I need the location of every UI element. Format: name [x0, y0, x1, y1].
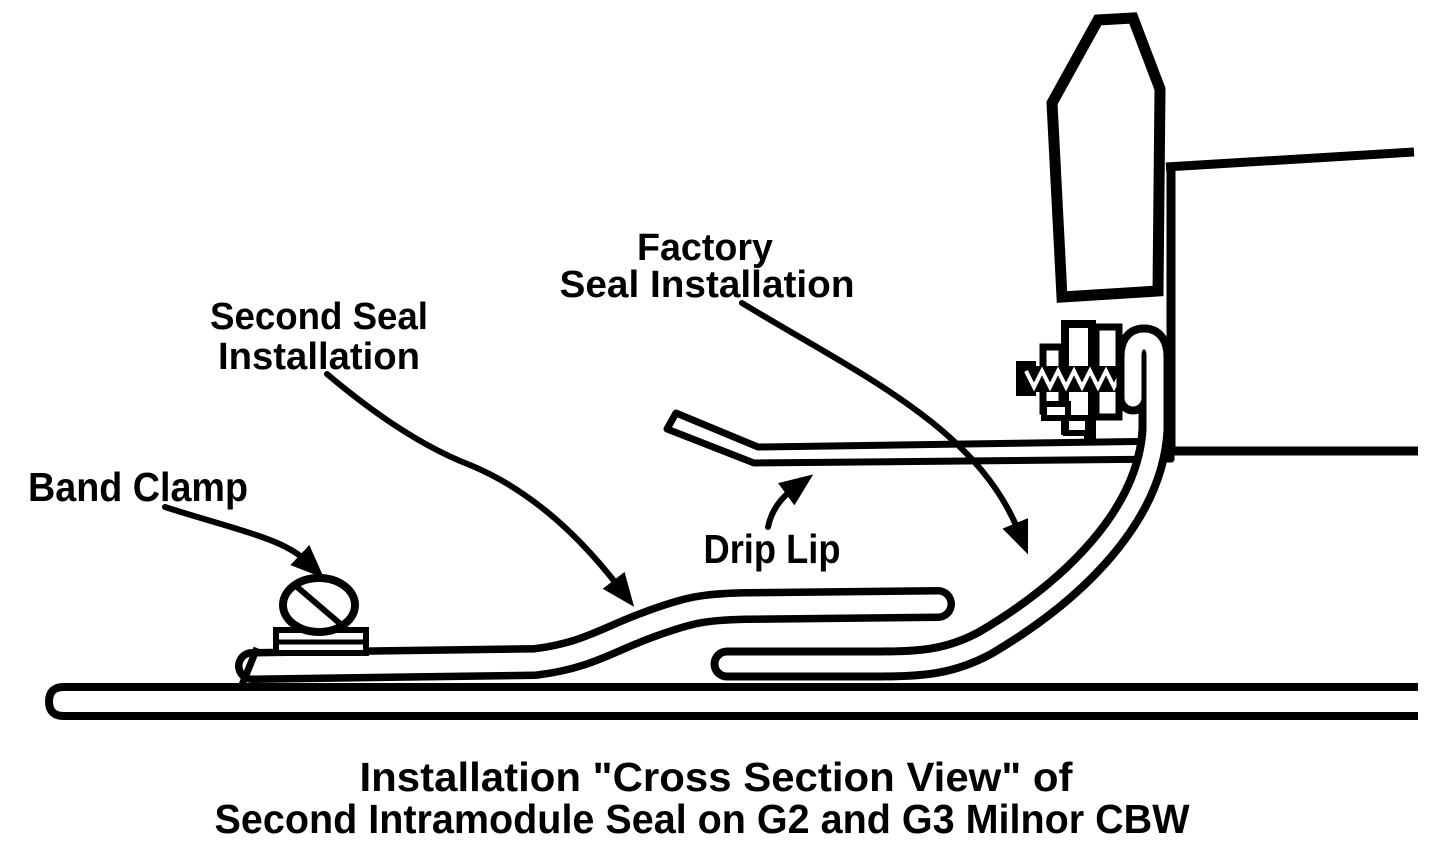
caption-line1: Installation "Cross Section View" of — [360, 754, 1073, 800]
second-seal-arrow — [324, 371, 635, 607]
factory-seal-label-line1: Factory — [637, 227, 773, 269]
caption-line2: Second Intramodule Seal on G2 and G3 Mil… — [215, 796, 1190, 842]
module-shell — [44, 683, 1418, 720]
bracket-step-3 — [1084, 431, 1096, 444]
band-clamp — [273, 574, 369, 656]
tank-wall-top-line — [1165, 147, 1415, 172]
band-clamp-label: Band Clamp — [28, 464, 248, 510]
drip-lip-plate — [663, 409, 1175, 467]
second-seal-band-end — [238, 646, 261, 687]
second-seal-core — [242, 594, 948, 676]
gusset-bracket — [1046, 12, 1166, 303]
factory-seal-core — [718, 332, 1164, 673]
drip-lip-label: Drip Lip — [704, 526, 841, 572]
factory-seal-label-line2: Seal Installation — [560, 264, 855, 306]
leader-arrows — [162, 300, 1029, 607]
drip-lip-arrow — [765, 474, 814, 530]
second-seal-label-line2: Installation — [218, 336, 420, 378]
bracket-step-2 — [1063, 415, 1091, 436]
band-clamp-screw-slash — [294, 583, 346, 630]
second-seal-label-line1: Second Seal — [210, 296, 428, 338]
factory-seal-arrow — [739, 300, 1029, 555]
second-seal — [235, 587, 955, 687]
bracket-step-1 — [1041, 401, 1071, 421]
factory-seal — [710, 324, 1172, 681]
band-clamp-arrow — [162, 504, 325, 579]
